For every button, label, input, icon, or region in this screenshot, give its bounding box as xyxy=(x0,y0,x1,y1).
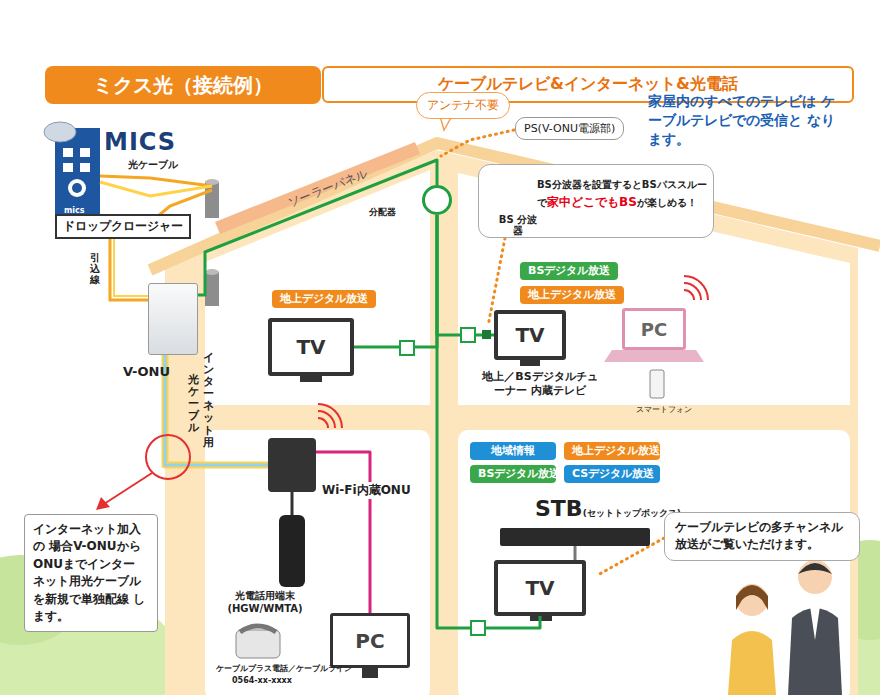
connector-stroke xyxy=(198,160,437,295)
node-text: インターネット加入の 場合V-ONUから ONUまでインター ネット用光ケーブル… xyxy=(33,521,149,625)
node-text: 地域情報 xyxy=(478,444,548,458)
device-label: 地上／BSデジタルチューナー 内蔵テレビ xyxy=(478,370,602,399)
connector-stroke xyxy=(165,355,268,465)
note-box: ケーブルテレビの多チャンネル 放送がご覧いただけます。 xyxy=(664,512,860,561)
part-label: BS 分波器 xyxy=(498,214,538,236)
node-text: ケーブルテレビの多チャンネル 放送がご覧いただけます。 xyxy=(675,519,849,554)
node-text: 光電話用端末 (HGW/WMTA) xyxy=(223,589,307,615)
cable-connector xyxy=(316,452,370,613)
node-text: 家中どこでもBS xyxy=(547,195,637,209)
brand-logo: mics xyxy=(64,206,85,215)
cable-connector xyxy=(198,160,437,295)
connector-stroke xyxy=(354,215,437,347)
drop-closure-box: ドロップクロージャー xyxy=(55,214,191,239)
node-text: アンテナ不要 xyxy=(427,97,499,114)
text-group: BS分波器を設置するとBSパススルーで家中どこでもBSが楽しめる！ xyxy=(537,177,709,212)
cable-label: 光ケーブル xyxy=(188,374,199,434)
connector-stroke xyxy=(316,452,370,613)
notice-text: 家屋内のすべてのテレビは ケーブルテレビでの受信と なります。 xyxy=(648,92,838,149)
broadcast-tag: 地域情報 xyxy=(470,442,556,460)
broadcast-tag: 地上デジタル放送 xyxy=(520,286,624,304)
broadcast-tag: 地上デジタル放送 xyxy=(564,442,660,460)
broadcast-tag: BSデジタル放送 xyxy=(520,262,618,280)
node-text: 地上デジタル放送 xyxy=(572,444,652,458)
node-text: TV xyxy=(296,335,325,359)
node-text: 分配器 xyxy=(369,206,396,219)
speech-bubble: アンテナ不要 xyxy=(416,92,510,119)
connector-stroke xyxy=(574,546,577,560)
connector-stroke xyxy=(165,355,268,465)
wifi-onu: Wi-Fi内蔵ONU xyxy=(268,438,316,492)
v-onu-device: V-ONU xyxy=(148,283,198,355)
node-text: STB xyxy=(535,496,583,521)
node-text: 地上デジタル放送 xyxy=(528,288,616,302)
cable-label: インターネット用 xyxy=(203,352,214,449)
cable-connector xyxy=(165,355,268,465)
node-text: 地上デジタル放送 xyxy=(280,292,368,306)
broadcast-tag: CSデジタル放送 xyxy=(564,465,660,483)
node-text: ドロップクロージャー xyxy=(63,218,183,235)
title-text: ミクス光（接続例） xyxy=(93,73,273,97)
laptop-pc: PC xyxy=(622,308,686,350)
node-text: Wi-Fi内蔵ONU xyxy=(320,482,413,499)
node-text: PS(V-ONU電源部) xyxy=(524,121,615,136)
title-band: ミクス光（接続例） xyxy=(45,66,321,104)
node-text: PC xyxy=(641,319,667,340)
tv-set: TV xyxy=(494,560,586,616)
brand-name: MICS xyxy=(104,128,176,156)
connector-stroke xyxy=(291,492,294,515)
tv-set: TV xyxy=(268,318,354,376)
cable-connector xyxy=(292,492,293,515)
node-text: TV xyxy=(515,323,544,347)
broadcast-tag: BSデジタル放送 xyxy=(470,465,556,483)
broadcast-tag: 地上デジタル放送 xyxy=(272,290,376,308)
node-text: PC xyxy=(355,629,384,653)
power-unit-box: PS(V-ONU電源部) xyxy=(515,117,624,140)
node-text: CSデジタル放送 xyxy=(572,467,652,481)
splitter-circle: 分配器 xyxy=(422,185,452,215)
node-text: BSデジタル放送 xyxy=(478,467,548,481)
cable-connector xyxy=(354,215,437,347)
device-label: ケーブルプラス電話／ケーブルライン xyxy=(216,663,352,674)
phone-terminal: 光電話用端末 (HGW/WMTA) xyxy=(279,515,305,587)
set-top-box: STB(セットトップボックス) xyxy=(500,528,650,546)
note-box: インターネット加入の 場合V-ONUから ONUまでインター ネット用光ケーブル… xyxy=(24,514,158,632)
tv-set: TV xyxy=(494,310,566,360)
node-text: TV xyxy=(525,576,554,600)
cable-connector xyxy=(575,546,576,560)
node-text: V-ONU xyxy=(123,364,170,379)
text-group: STB(セットトップボックス) xyxy=(535,496,681,521)
cable-label: 光ケーブル xyxy=(128,158,178,172)
desktop-pc: PC xyxy=(330,613,410,668)
node-text: BSデジタル放送 xyxy=(528,264,610,278)
node-text: が楽しめる！ xyxy=(637,197,697,208)
cable-label: 引込線 xyxy=(90,252,100,285)
device-label: スマートフォン xyxy=(636,404,692,415)
device-label: 0564-xx-xxxx xyxy=(232,676,292,685)
